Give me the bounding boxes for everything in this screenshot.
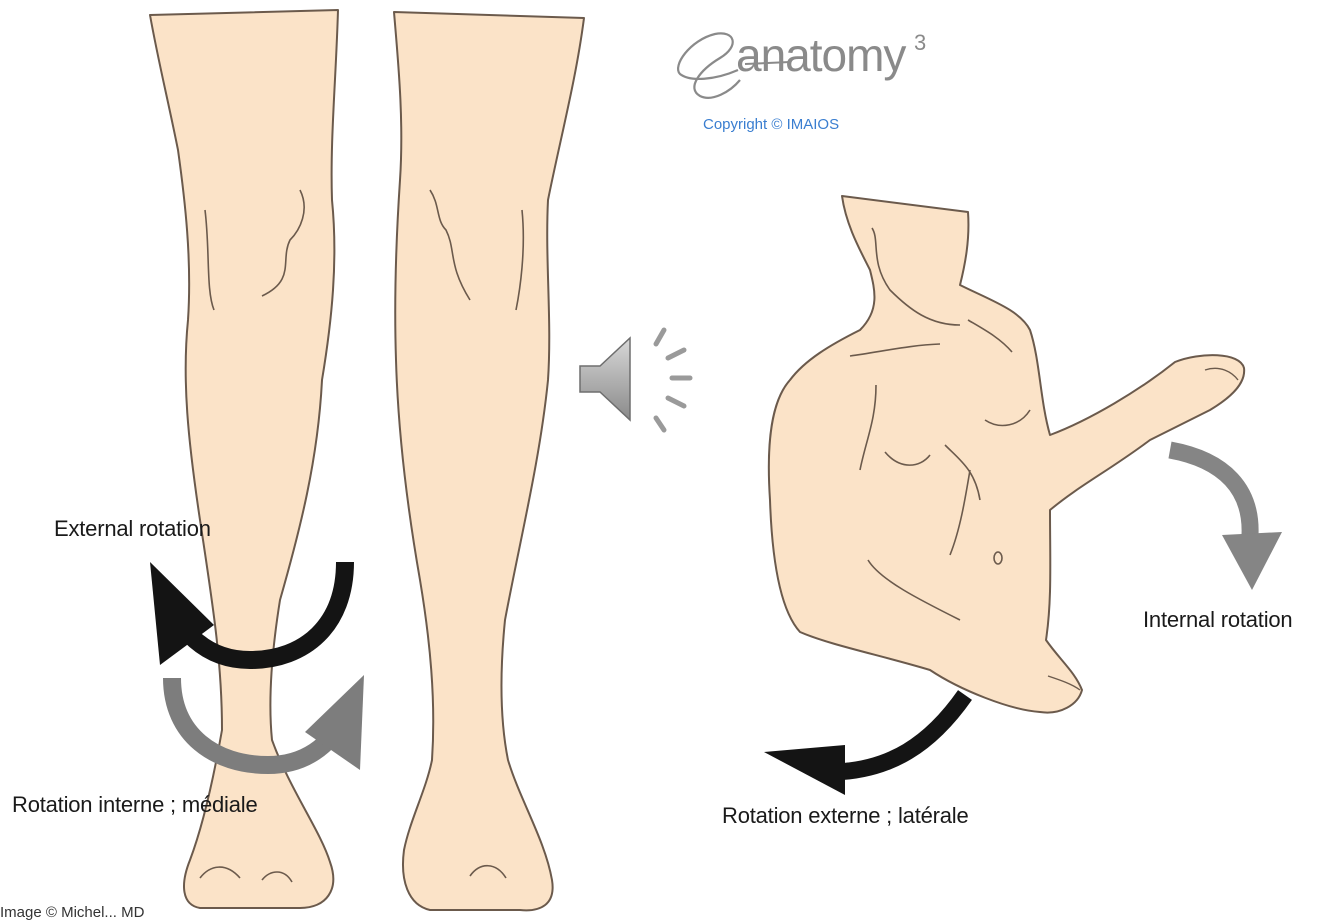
logo-wordmark: anatomy: [736, 28, 905, 82]
label-leg-external-rotation: External rotation: [54, 516, 211, 542]
image-credit: Image © Michel... MD: [0, 904, 144, 921]
label-leg-internal-rotation: Rotation interne ; médiale: [12, 792, 258, 818]
label-arm-external-rotation: Rotation externe ; latérale: [722, 803, 969, 829]
label-arm-internal-rotation: Internal rotation: [1143, 607, 1292, 633]
arm-internal-rotation-arrow: [1170, 450, 1282, 590]
logo-superscript: 3: [914, 30, 926, 56]
copyright-text: Copyright © IMAIOS: [703, 116, 839, 133]
left-leg-illustration: [150, 10, 338, 908]
speaker-icon[interactable]: [580, 330, 690, 430]
arm-external-rotation-arrow: [764, 695, 965, 795]
right-leg-illustration: [394, 12, 584, 910]
